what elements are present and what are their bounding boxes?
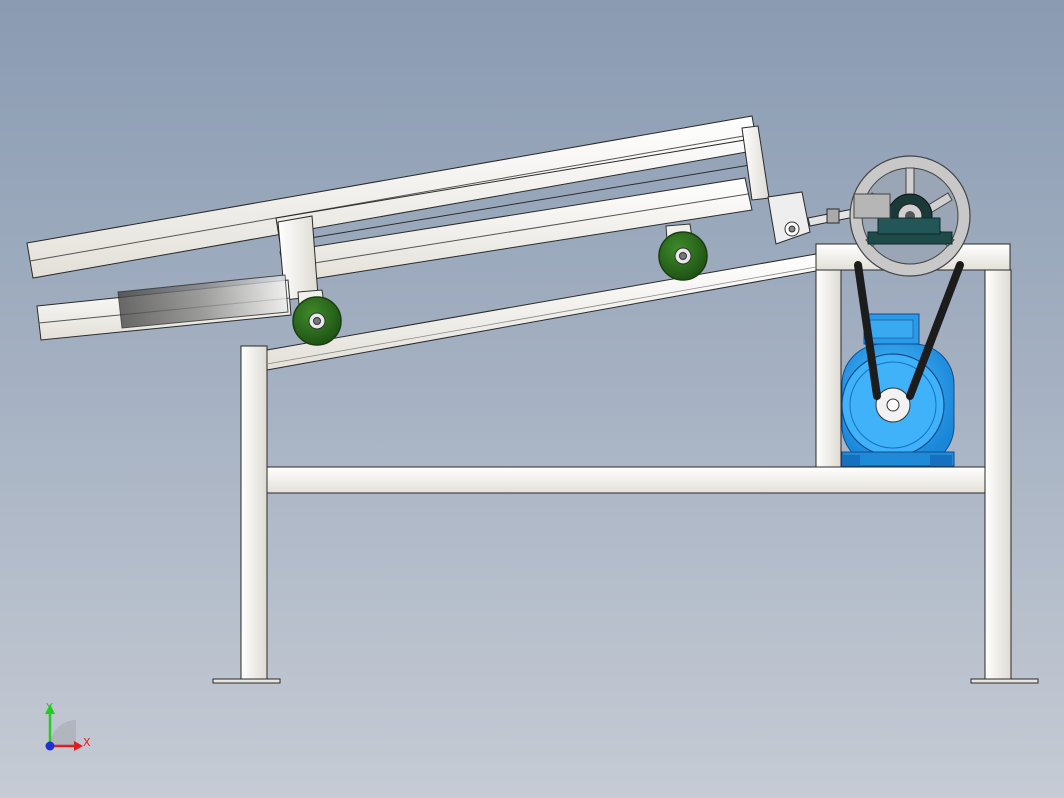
motor-support-post <box>815 269 842 468</box>
axis-x-label: X <box>83 736 91 749</box>
inclined-rail <box>266 253 817 371</box>
left-leg <box>240 345 268 682</box>
axis-triad: Y X <box>45 701 91 751</box>
caster-wheel-right <box>658 223 708 281</box>
caster-wheel-left <box>292 289 342 346</box>
slide-bar-shade <box>117 274 289 329</box>
right-foot-plate <box>970 678 1039 684</box>
pillow-block-bearing <box>853 193 953 245</box>
rod-end-block <box>767 191 811 245</box>
z-axis-dot <box>45 741 55 751</box>
right-leg <box>984 269 1012 682</box>
sliding-carriage <box>26 115 860 341</box>
left-foot-plate <box>212 678 281 684</box>
lower-crossbeam <box>266 466 986 494</box>
v-belt <box>854 261 964 400</box>
electric-motor <box>841 313 955 467</box>
axis-y-label: Y <box>45 701 53 714</box>
